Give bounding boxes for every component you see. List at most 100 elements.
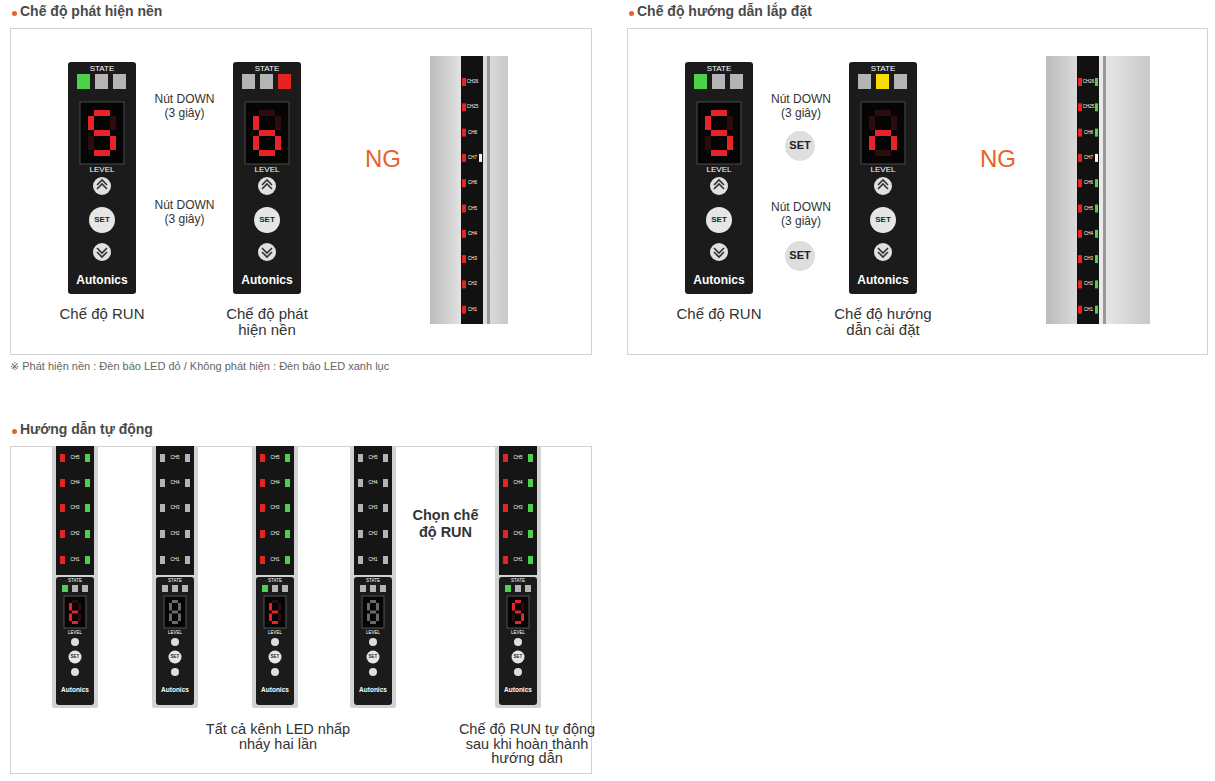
display-window (80, 102, 124, 164)
channel-label: CH5 (252, 455, 298, 461)
sensor-unit: CH5CH4CH3CH2CH1STATELEVELSETAutonics (252, 446, 298, 708)
chevron (262, 248, 272, 257)
channel-led (260, 530, 265, 538)
sensor-unit: CH5CH4CH3CH2CH1STATELEVELSETAutonics (495, 446, 541, 708)
channel-led (85, 556, 90, 564)
display-segment (711, 150, 727, 156)
channel-led (383, 504, 388, 512)
display-segment (272, 600, 278, 603)
up-button (710, 177, 728, 195)
channel-led (1078, 154, 1082, 162)
channel-led (528, 479, 533, 487)
display-segment (110, 116, 116, 130)
channel-led (185, 556, 190, 564)
channel-label: CH26 (1083, 79, 1095, 85)
illustration (495, 446, 541, 708)
state-led (260, 74, 273, 89)
up-button (258, 177, 276, 195)
step-caption: Tất cả kênh LED nhấp nháy hai lần (200, 722, 356, 752)
channel-led (1095, 205, 1098, 213)
panel-heading: Chế độ hướng dẫn lắp đặt (637, 3, 812, 19)
channel-led (462, 280, 466, 288)
panel-label: LEVEL (849, 165, 917, 174)
channel-led (60, 530, 65, 538)
state-led (182, 585, 188, 592)
arrow-label: Chọn chế độ RUN (410, 507, 482, 542)
state-led (72, 585, 78, 592)
display-segment (891, 116, 897, 130)
highlight-frame (1071, 148, 1122, 172)
sensor-housing (350, 446, 396, 708)
channel-led (85, 454, 90, 462)
state-led (95, 74, 108, 89)
button-label: SET (785, 249, 815, 261)
display-segment (259, 150, 275, 156)
sensor-housing (152, 446, 198, 708)
channel-label: CH7 (467, 155, 479, 161)
display-segment (110, 136, 116, 150)
channel-led (85, 479, 90, 487)
button-label: SET (152, 654, 198, 660)
highlight-frame (459, 52, 485, 322)
channel-led (1078, 78, 1082, 86)
down-button (369, 668, 377, 676)
led-strip (461, 56, 483, 324)
display-segment (178, 614, 181, 622)
illustration (152, 446, 198, 708)
display-segment (275, 136, 281, 150)
channel-label: CH5 (152, 455, 198, 461)
illustration (52, 446, 98, 708)
channel-label: CH2 (52, 531, 98, 537)
display-segment (727, 116, 733, 130)
button-label: SET (68, 215, 136, 224)
channel-led (462, 78, 466, 86)
channel-led (462, 103, 466, 111)
channel-led (260, 454, 265, 462)
down-button (171, 668, 179, 676)
channel-led (285, 530, 290, 538)
up-button (874, 177, 892, 195)
panel-heading: Hướng dẫn tự động (20, 421, 153, 437)
panel-label: LEVEL (68, 165, 136, 174)
controller-box: STATELEVELSETAutonicsChế độ phát hiện nề… (233, 62, 301, 294)
display-segment (869, 136, 875, 150)
channel-label: CH2 (495, 531, 541, 537)
down-button (93, 243, 111, 261)
channel-label: CH2 (1083, 281, 1095, 287)
brand-name: Autonics (849, 273, 917, 287)
channel-led (358, 479, 363, 487)
button-label: SET (233, 215, 301, 224)
led-strip (56, 446, 94, 575)
panel-label: LEVEL (233, 165, 301, 174)
display-segment (521, 603, 524, 611)
panel-label: LEVEL (152, 630, 198, 636)
channel-led (462, 230, 466, 238)
display-segment (88, 116, 94, 130)
channel-label: CH3 (350, 505, 396, 511)
channel-label: CH1 (252, 557, 298, 563)
channel-led (462, 255, 466, 263)
chevron (878, 248, 888, 257)
illustration (685, 62, 753, 294)
heading-bullet (629, 11, 634, 16)
display-segment (172, 621, 178, 624)
button-label: SET (252, 654, 298, 660)
channel-led (1078, 129, 1082, 137)
channel-label: CH3 (1083, 256, 1095, 262)
channel-label: CH5 (350, 455, 396, 461)
display-segment (370, 600, 376, 603)
up-button (171, 638, 179, 646)
display-segment (711, 110, 727, 116)
brand-name: Autonics (495, 686, 541, 694)
display-segment (253, 136, 259, 150)
button-label: SET (849, 215, 917, 224)
illustration (849, 62, 917, 294)
channel-label: CH2 (152, 531, 198, 537)
channel-label: CH5 (52, 455, 98, 461)
channel-label: CH1 (467, 307, 479, 313)
display-segment (512, 603, 515, 611)
up-button (93, 177, 111, 195)
controller-body (56, 577, 94, 705)
state-led (242, 74, 255, 89)
up-button (71, 638, 79, 646)
